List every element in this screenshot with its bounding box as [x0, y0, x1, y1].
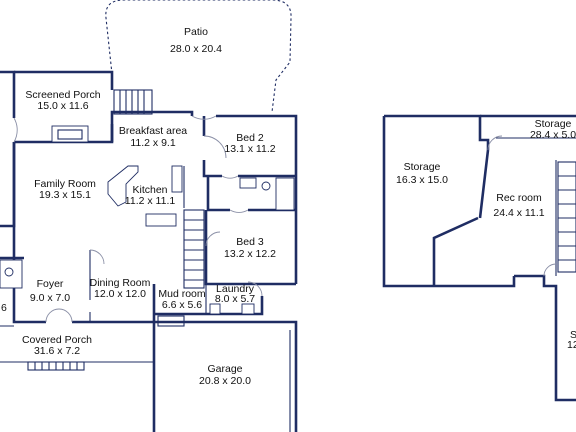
- room-dims: 16.3 x 15.0: [396, 174, 448, 186]
- room-dims: 28.4 x 5.0: [530, 129, 576, 141]
- room-kitchen: Kitchen 11.2 x 11.1: [125, 184, 176, 207]
- room-dims: 13.1 x 11.2: [224, 143, 275, 155]
- room-name: Breakfast area: [119, 125, 187, 137]
- vanity: [239, 177, 257, 189]
- garage-walls: [152, 320, 298, 432]
- room-screened-porch: Screened Porch 15.0 x 11.6: [25, 89, 100, 112]
- room-storage-left: Storage 16.3 x 15.0: [396, 161, 448, 186]
- house-outer-wall: [110, 110, 298, 284]
- room-dims: 11.2 x 9.1: [130, 137, 175, 149]
- room-laundry: Laundry 8.0 x 5.7: [215, 283, 255, 305]
- room-name: Mud room: [158, 288, 206, 300]
- mudroom-walls: [152, 284, 264, 322]
- room-dims: 15.0 x 11.6: [37, 100, 88, 112]
- room-name: Rec room: [496, 192, 542, 204]
- room-patio: Patio 28.0 x 20.4: [170, 26, 222, 55]
- room-dims: 31.6 x 7.2: [34, 345, 80, 357]
- room-dims: 19.3 x 15.1: [39, 189, 91, 201]
- room-covered-porch: Covered Porch 31.6 x 7.2: [22, 334, 92, 357]
- stairs: [183, 209, 205, 289]
- room-dims: 6.6 x 5.6: [162, 299, 202, 311]
- left-cutoff-label: 6: [1, 302, 7, 314]
- lower-stairs: [557, 161, 576, 273]
- rec-room-walls: [514, 274, 576, 402]
- right-cutoff-label-bottom: 12: [567, 339, 576, 351]
- room-dims: 9.0 x 7.0: [30, 292, 70, 304]
- kitchen-counter: [107, 165, 139, 207]
- bathtub: [275, 177, 295, 211]
- room-garage: Garage 20.8 x 20.0: [199, 363, 251, 387]
- room-dims: 8.0 x 5.7: [215, 293, 255, 305]
- toilet: [261, 181, 271, 191]
- room-name: Bed 3: [236, 236, 264, 248]
- room-name: Screened Porch: [25, 89, 100, 101]
- washer: [209, 303, 221, 315]
- room-name: Dining Room: [90, 277, 151, 289]
- room-name: Kitchen: [132, 184, 167, 196]
- room-dims: 13.2 x 12.2: [224, 248, 276, 260]
- room-rec-room: Rec room 24.4 x 11.1: [493, 192, 544, 219]
- storage-left-angled-wall: [432, 216, 479, 286]
- room-dims: 28.0 x 20.4: [170, 43, 222, 55]
- powder-toilet: [4, 267, 14, 277]
- lower-level: [382, 114, 576, 402]
- room-breakfast-area: Breakfast area 11.2 x 9.1: [119, 125, 187, 149]
- room-labels: Patio 28.0 x 20.4 Screened Porch 15.0 x …: [1, 26, 576, 387]
- room-dims: 20.8 x 20.0: [199, 375, 251, 387]
- storage-left-walls: [382, 114, 516, 288]
- room-family-room: Family Room 19.3 x 15.1: [34, 178, 96, 201]
- room-name: Covered Porch: [22, 334, 92, 346]
- room-dims: 12.0 x 12.0: [94, 288, 146, 300]
- kitchen-island: [145, 213, 177, 227]
- room-name: Garage: [207, 363, 242, 375]
- door-swings: [13, 115, 263, 323]
- room-name: Bed 2: [236, 132, 264, 144]
- room-name: Storage: [535, 118, 572, 130]
- room-name: Storage: [404, 161, 441, 173]
- room-foyer: Foyer 9.0 x 7.0: [30, 278, 70, 304]
- porch-steps: [113, 89, 153, 115]
- room-name: Family Room: [34, 178, 96, 190]
- fireplace: [51, 125, 89, 143]
- fireplace-hearth: [57, 129, 83, 140]
- storage-top-walls: [478, 114, 576, 219]
- room-mud-room: Mud room 6.6 x 5.6: [158, 288, 206, 311]
- room-dims: 24.4 x 11.1: [493, 207, 544, 219]
- room-name: Laundry: [216, 283, 255, 295]
- room-name: Foyer: [37, 278, 64, 290]
- room-name: Patio: [184, 26, 208, 38]
- right-cutoff-label-top: S: [570, 329, 576, 341]
- porch-front-steps: [27, 361, 85, 371]
- patio-outline: [105, 0, 292, 113]
- lower-door-swings: [487, 135, 557, 277]
- room-bed-3: Bed 3 13.2 x 12.2: [224, 236, 276, 260]
- dryer: [241, 303, 255, 315]
- fridge: [171, 165, 183, 193]
- left-cutoff-wall: [0, 70, 16, 228]
- room-dims: 11.2 x 11.1: [125, 195, 176, 207]
- room-bed-2: Bed 2 13.1 x 11.2: [224, 132, 275, 155]
- room-dining-room: Dining Room 12.0 x 12.0: [90, 277, 151, 300]
- main-floor: [0, 0, 298, 432]
- room-storage-top: Storage 28.4 x 5.0: [530, 118, 576, 141]
- house-south-wall: [0, 256, 154, 324]
